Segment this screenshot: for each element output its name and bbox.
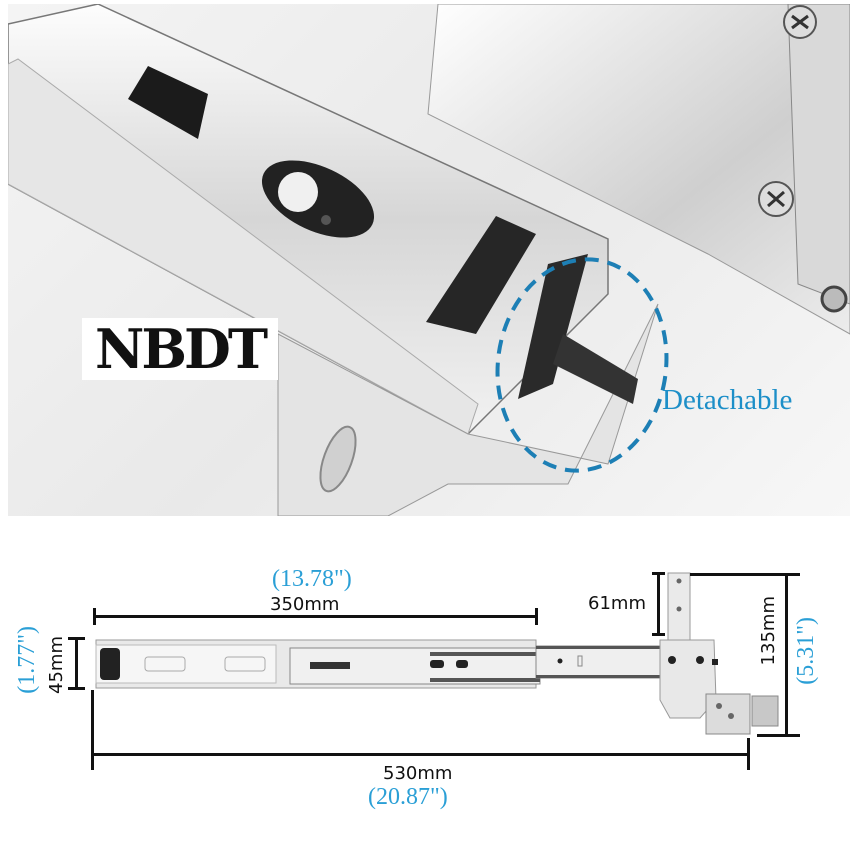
dimension-tick bbox=[652, 633, 665, 636]
slide-drawing bbox=[95, 572, 779, 735]
dimension-tick bbox=[652, 572, 665, 575]
top-length-mm: 350mm bbox=[270, 594, 340, 615]
dimension-tick bbox=[91, 690, 94, 770]
bracket-top-mm: 61mm bbox=[588, 593, 646, 614]
detachable-callout-label: Detachable bbox=[662, 384, 793, 416]
dimension-tick bbox=[747, 738, 750, 770]
dimension-tick bbox=[68, 637, 85, 640]
dimension-tick bbox=[757, 734, 800, 737]
dimension-tick bbox=[93, 608, 96, 625]
dimension-line-61 bbox=[657, 573, 660, 635]
left-height-mm: 45mm bbox=[46, 636, 67, 694]
drawer-slide-illustration bbox=[8, 4, 850, 516]
right-height-inch: (5.31") bbox=[793, 617, 819, 685]
total-length-mm: 530mm bbox=[383, 763, 453, 784]
dimension-line-530 bbox=[93, 753, 749, 756]
dimension-tick bbox=[535, 608, 538, 625]
dimension-line-350 bbox=[93, 615, 537, 618]
brand-logo: NBDT bbox=[82, 318, 278, 380]
dimension-line-45 bbox=[75, 638, 78, 689]
dimension-line-135 bbox=[785, 573, 788, 736]
product-photo: NBDT Detachable bbox=[8, 4, 850, 516]
total-length-inch: (20.87") bbox=[368, 784, 448, 810]
left-height-inch: (1.77") bbox=[14, 626, 40, 694]
top-length-inch: (13.78") bbox=[272, 566, 352, 592]
dimension-tick bbox=[68, 687, 85, 690]
dimension-tick bbox=[690, 573, 800, 576]
right-height-mm: 135mm bbox=[758, 596, 779, 666]
